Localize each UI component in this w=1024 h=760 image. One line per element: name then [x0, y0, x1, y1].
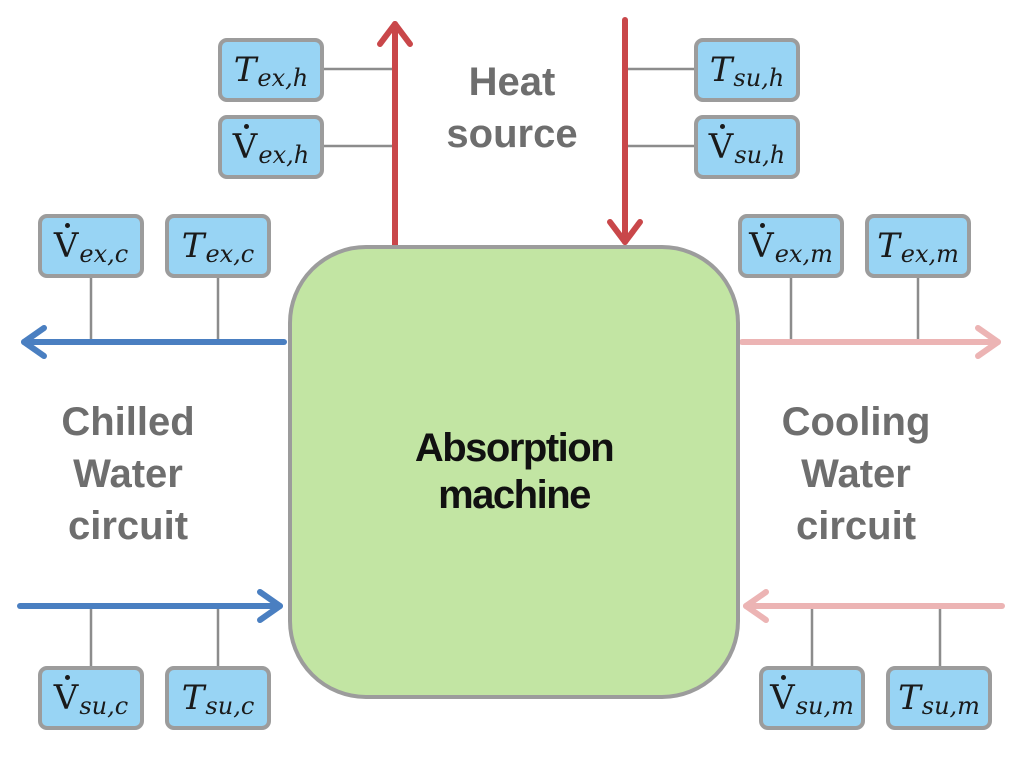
sensor-symbol: V — [53, 223, 79, 266]
sensor-subscript: ex,c — [79, 240, 129, 268]
sensor-symbol: T — [181, 226, 205, 266]
sensor-subscript: ex,m — [900, 240, 959, 268]
sensor-subscript: su,h — [733, 64, 785, 92]
cooling-water-label: Cooling Water circuit — [781, 400, 931, 548]
heat-source-label: Heat source — [446, 60, 578, 156]
absorption-machine: Absorption machine — [288, 245, 740, 699]
sensor-symbol: T — [898, 678, 921, 718]
sensor-subscript: ex,h — [257, 64, 309, 92]
chilled-supply-arrow — [17, 589, 283, 623]
sensor-symbol: T — [877, 226, 900, 266]
cooling-supply-arrow — [743, 589, 1005, 623]
sensor-subscript: su,c — [205, 692, 255, 720]
sensor-symbol: T — [181, 678, 205, 718]
chilled-water-label: Chilled Water circuit — [61, 400, 195, 548]
heat-supply-arrow — [607, 17, 643, 245]
cooling-exhaust-arrow — [739, 325, 1001, 359]
sensor-symbol: T — [233, 50, 257, 90]
sensor-subscript: ex,m — [774, 240, 833, 268]
sensor-subscript: ex,h — [258, 141, 310, 169]
sensor-symbol: V — [770, 675, 795, 718]
sensor-symbol: V — [749, 223, 774, 266]
sensor-subscript: su,m — [921, 692, 980, 720]
sensor-subscript: ex,c — [205, 240, 255, 268]
sensor-subscript: su,h — [734, 141, 786, 169]
sensor-subscript: su,m — [795, 692, 854, 720]
sensor-symbol: V — [708, 124, 734, 167]
sensor-subscript: su,c — [79, 692, 129, 720]
sensor-symbol: V — [232, 124, 258, 167]
heat-exhaust-arrow — [377, 21, 413, 250]
machine-label: Absorption machine — [414, 425, 615, 517]
chilled-exhaust-arrow — [21, 325, 287, 359]
sensor-symbol: V — [53, 675, 79, 718]
sensor-symbol: T — [709, 50, 733, 90]
